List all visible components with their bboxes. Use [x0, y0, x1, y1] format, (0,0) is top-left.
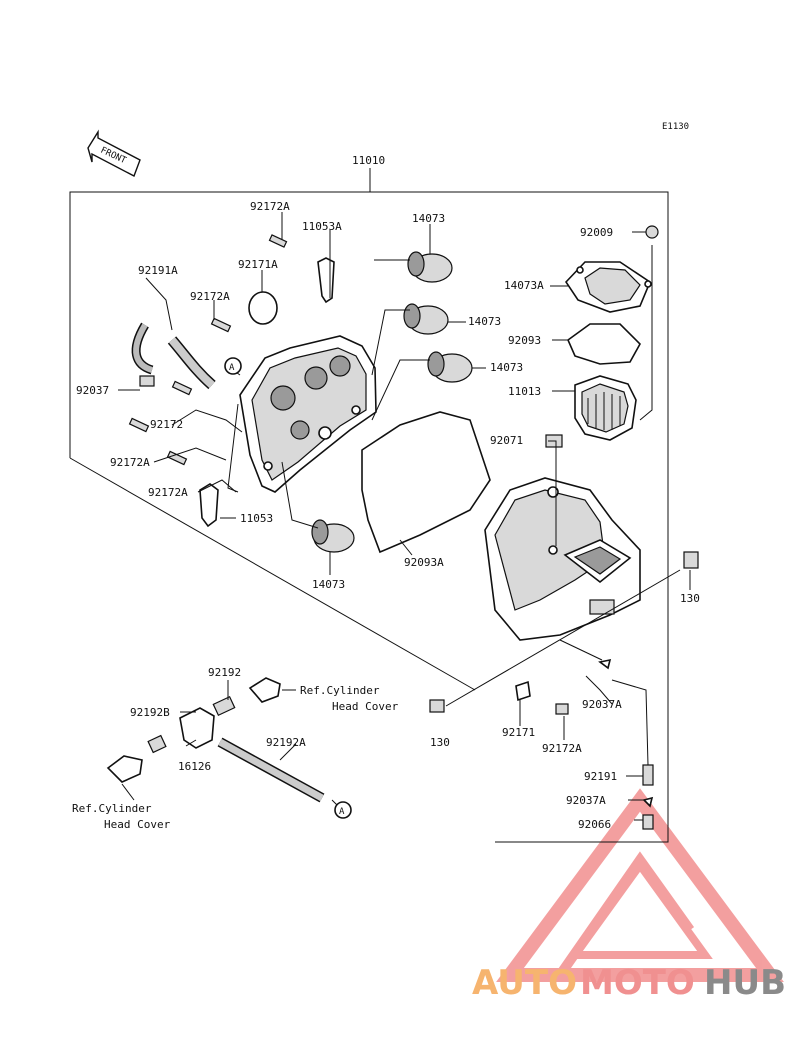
- label-92172A-top: 92172A: [250, 200, 290, 213]
- valve-16126: [179, 707, 215, 749]
- label-11013: 11013: [508, 385, 541, 398]
- filter-element-11013: [574, 375, 637, 441]
- air-cleaner-lower-housing: [484, 477, 641, 641]
- label-14073-2: 14073: [468, 315, 501, 328]
- label-92037A-1: 92037A: [582, 698, 622, 711]
- hose-92191: [642, 764, 654, 786]
- fitting-ref-top: [248, 677, 281, 703]
- label-92093: 92093: [508, 334, 541, 347]
- label-92172A-l1: 92172A: [110, 456, 150, 469]
- watermark-logo: [496, 788, 784, 982]
- bolt-92172A-l2: [166, 450, 188, 466]
- svg-text:A: A: [229, 363, 235, 373]
- label-92192A: 92192A: [266, 736, 306, 749]
- label-92192B: 92192B: [130, 706, 170, 719]
- pipe-92192B: [147, 734, 167, 754]
- svg-text:MOTO: MOTO: [580, 963, 695, 1003]
- label-92093A: 92093A: [404, 556, 444, 569]
- screw-92009: [645, 225, 659, 239]
- label-92066: 92066: [578, 818, 611, 831]
- clip-92037: [139, 375, 155, 387]
- watermark-text: AUTO MOTO HUB: [472, 963, 786, 1003]
- label-14073A: 14073A: [504, 279, 544, 292]
- bolt-92172A-mid: [210, 317, 232, 333]
- label-92037: 92037: [76, 384, 109, 397]
- label-14073-3: 14073: [490, 361, 523, 374]
- clamp-92171A: [248, 291, 278, 325]
- callout-a-bottom: A: [334, 801, 352, 819]
- label-92172A-l2: 92172A: [148, 486, 188, 499]
- svg-text:AUTO: AUTO: [472, 963, 577, 1003]
- label-14073-4: 14073: [312, 578, 345, 591]
- ref-cylinder-head-top-line2: Head Cover: [332, 700, 399, 713]
- bolt-130-b: [429, 699, 445, 713]
- label-130-r: 130: [680, 592, 700, 605]
- bracket-11053A: [317, 257, 335, 304]
- ref-cylinder-head-left-line1: Ref.Cylinder: [72, 802, 152, 815]
- gasket-92093A: [361, 411, 491, 554]
- main-assembly-label: 11010: [352, 154, 385, 167]
- fitting-ref-left: [106, 755, 143, 783]
- bolt-92172A-b: [555, 703, 569, 715]
- duct-14073-1: [407, 251, 453, 283]
- front-arrow-icon: FRONT: [87, 129, 141, 177]
- duct-14073-4: [311, 519, 355, 553]
- label-92172: 92172: [150, 418, 183, 431]
- svg-text:HUB: HUB: [704, 963, 786, 1003]
- label-92171A: 92171A: [238, 258, 278, 271]
- assembly-frame: [69, 168, 669, 843]
- ref-cylinder-head-left-line2: Head Cover: [104, 818, 171, 831]
- label-130-b: 130: [430, 736, 450, 749]
- ref-cylinder-head-top-line1: Ref.Cylinder: [300, 684, 380, 697]
- label-92171: 92171: [502, 726, 535, 739]
- clip-92037A-1: [598, 658, 612, 670]
- label-14073-1: 14073: [412, 212, 445, 225]
- label-11053A: 11053A: [302, 220, 342, 233]
- label-92037A-2: 92037A: [566, 794, 606, 807]
- bolt-92172A-top: [268, 234, 288, 248]
- leader-lines: [118, 212, 691, 821]
- pipe-92192: [212, 695, 236, 717]
- bracket-11053: [199, 483, 219, 528]
- label-11053: 11053: [240, 512, 273, 525]
- bolt-92172A-l1: [128, 417, 150, 433]
- label-92191A: 92191A: [138, 264, 178, 277]
- air-cleaner-upper-housing: [239, 335, 377, 493]
- hose-92191A: [131, 322, 216, 390]
- cover-14073A: [564, 261, 652, 313]
- bolt-92172: [171, 380, 193, 396]
- label-92191: 92191: [584, 770, 617, 783]
- diagram-code: E1130: [662, 122, 689, 132]
- duct-14073-3: [427, 351, 473, 383]
- clip-92037A-2: [642, 796, 654, 808]
- label-92192: 92192: [208, 666, 241, 679]
- label-92009: 92009: [580, 226, 613, 239]
- label-92172A-mid: 92172A: [190, 290, 230, 303]
- clamp-92171: [515, 680, 531, 702]
- label-92172A-b: 92172A: [542, 742, 582, 755]
- bolt-130-r: [683, 551, 699, 569]
- plug-92066: [642, 814, 654, 830]
- label-16126: 16126: [178, 760, 211, 773]
- svg-text:A: A: [339, 807, 345, 817]
- duct-14073-2: [403, 303, 449, 335]
- callout-a-top: A: [224, 357, 242, 375]
- seal-92093: [567, 323, 641, 365]
- label-92071: 92071: [490, 434, 523, 447]
